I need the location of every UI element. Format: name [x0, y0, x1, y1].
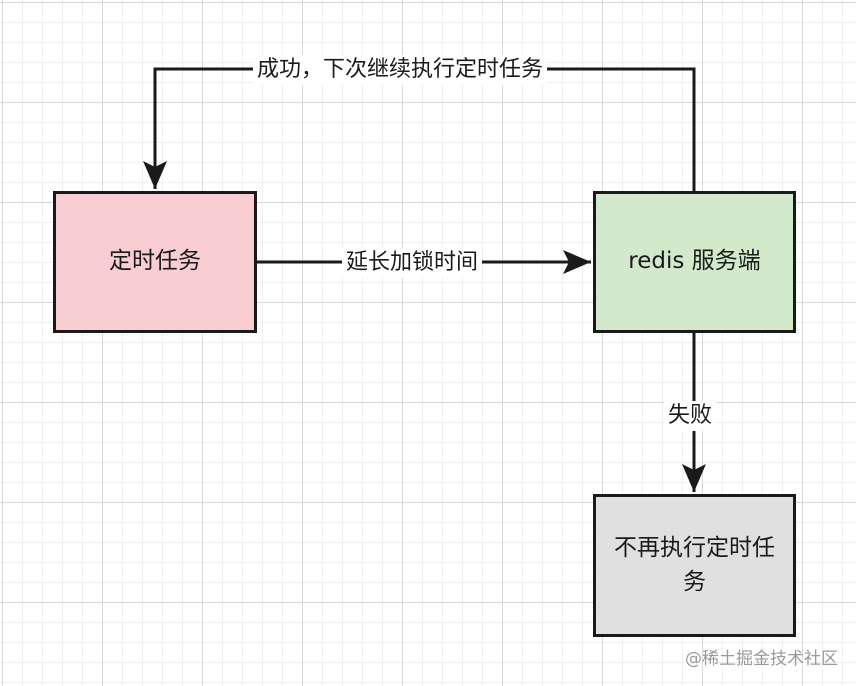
node-redis-server: redis 服务端 — [593, 191, 796, 333]
node-scheduled-task: 定时任务 — [53, 191, 257, 333]
node-stop-task: 不再执行定时任务 — [593, 494, 796, 637]
edge-success-label: 成功，下次继续执行定时任务 — [253, 55, 548, 85]
node-scheduled-task-label: 定时任务 — [109, 248, 201, 275]
watermark-text: @稀土掘金技术社区 — [685, 649, 838, 669]
node-redis-server-label: redis 服务端 — [628, 248, 761, 275]
edge-success-arrow — [143, 67, 696, 191]
node-stop-task-label: 不再执行定时任务 — [614, 535, 775, 595]
edge-extend-label: 延长加锁时间 — [342, 248, 483, 278]
edge-fail-label: 失败 — [664, 401, 717, 431]
